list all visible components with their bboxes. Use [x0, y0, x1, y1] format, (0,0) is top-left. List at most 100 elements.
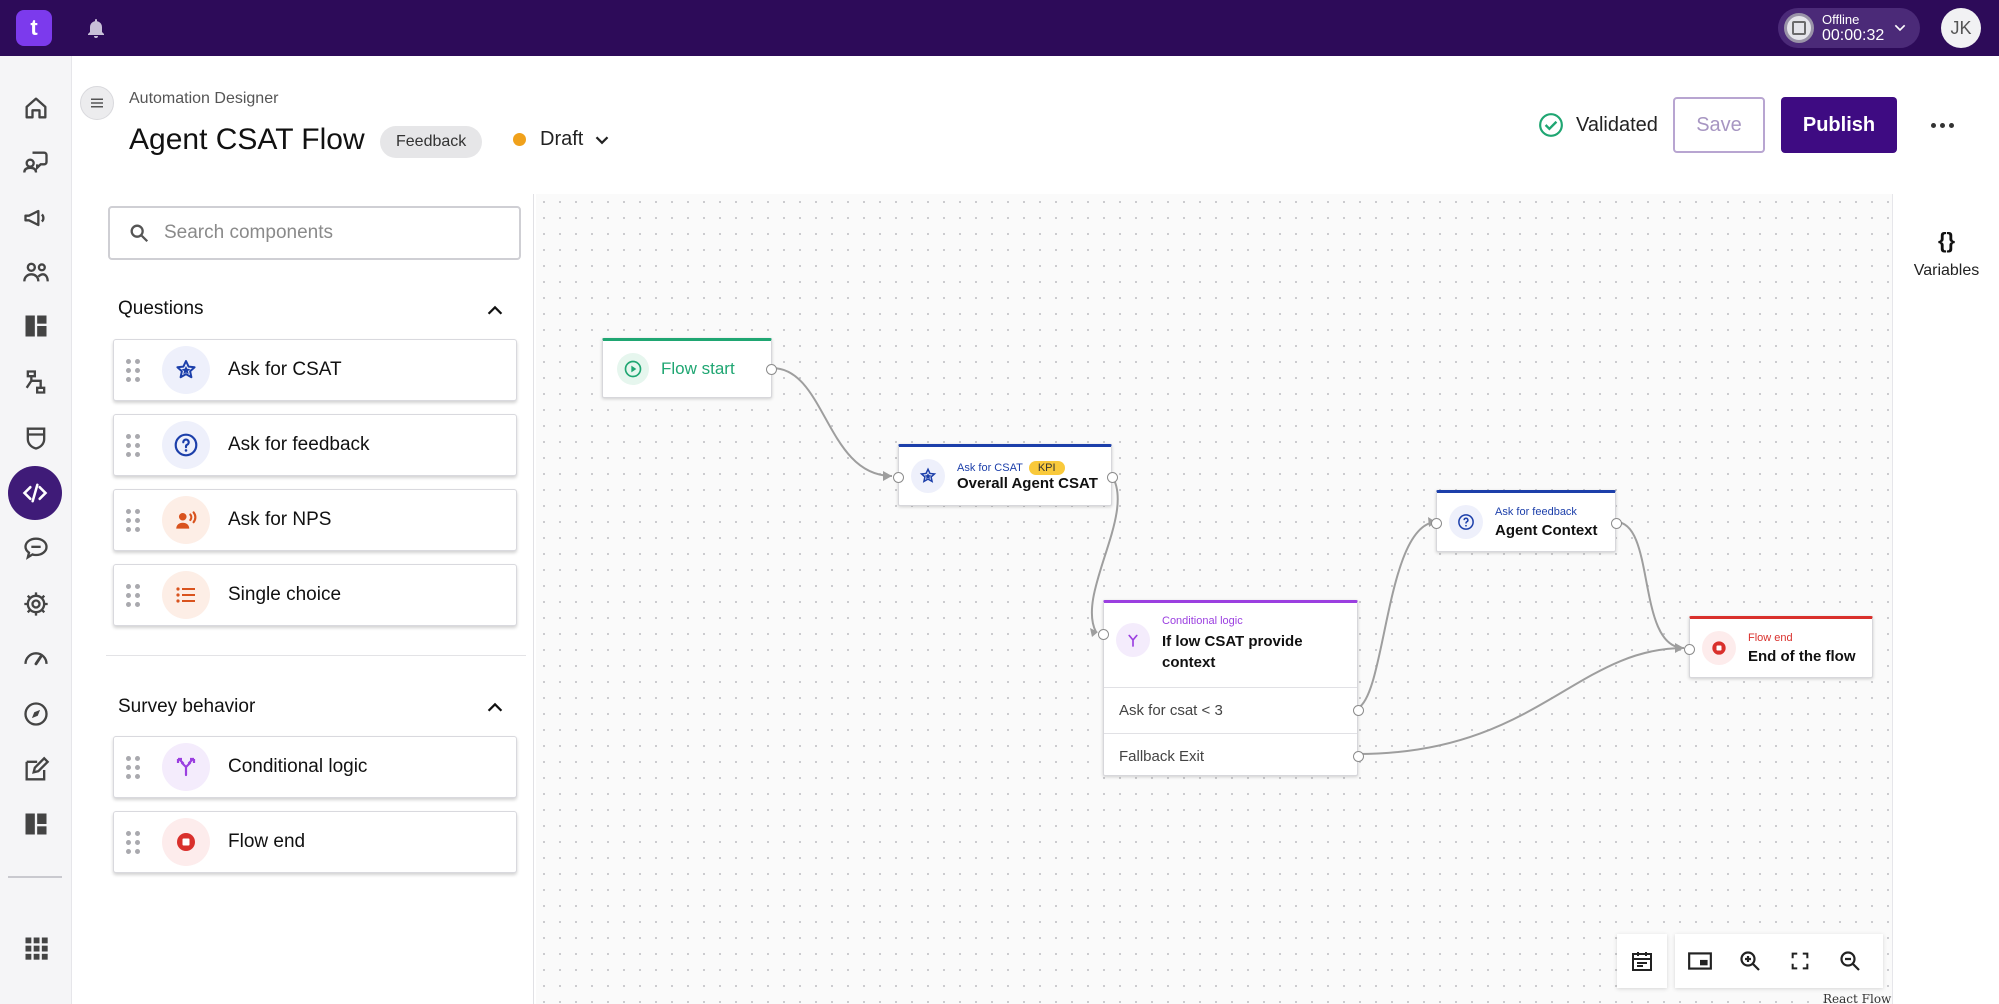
- save-button[interactable]: Save: [1673, 97, 1765, 153]
- output-handle[interactable]: [1353, 751, 1364, 762]
- menu-icon: [91, 98, 103, 108]
- gear-icon[interactable]: [14, 582, 58, 626]
- message-icon[interactable]: [14, 526, 58, 570]
- fit-view-icon[interactable]: [1775, 934, 1825, 988]
- section-title-questions: Questions: [118, 298, 204, 319]
- code-icon[interactable]: [8, 466, 62, 520]
- node-agent-context[interactable]: Ask for feedback Agent Context: [1431, 490, 1622, 552]
- react-flow-attribution[interactable]: React Flow: [1823, 992, 1892, 1004]
- breadcrumb[interactable]: Automation Designer: [129, 90, 279, 107]
- compass-icon[interactable]: [14, 692, 58, 736]
- nps-speaker-icon: [162, 496, 210, 544]
- input-handle[interactable]: [1684, 644, 1695, 655]
- top-bar: t Offline 00:00:32 JK: [0, 0, 1999, 56]
- publish-button[interactable]: Publish: [1781, 97, 1897, 153]
- output-handle[interactable]: [766, 364, 777, 375]
- dashboard-icon[interactable]: [14, 304, 58, 348]
- component-ask-for-nps[interactable]: Ask for NPS: [113, 489, 517, 551]
- exit-label: Ask for csat < 3: [1119, 702, 1223, 719]
- home-icon[interactable]: [14, 86, 58, 130]
- drag-handle-icon[interactable]: [126, 583, 140, 607]
- megaphone-icon[interactable]: [14, 196, 58, 240]
- flow-canvas[interactable]: Flow start Ask for CSAT KPI Overall Agent…: [536, 194, 1892, 1004]
- star-icon: [911, 459, 945, 493]
- component-flow-end[interactable]: Flow end: [113, 811, 517, 873]
- section-title-survey-behavior: Survey behavior: [118, 696, 256, 717]
- stop-icon: [162, 818, 210, 866]
- component-ask-for-csat[interactable]: Ask for CSAT: [113, 339, 517, 401]
- variables-label[interactable]: Variables: [1913, 262, 1980, 279]
- collapse-panel-button[interactable]: [80, 86, 114, 120]
- chevron-up-icon[interactable]: [484, 300, 506, 322]
- drag-handle-icon[interactable]: [126, 358, 140, 382]
- gauge-icon[interactable]: [14, 636, 58, 680]
- avatar[interactable]: JK: [1941, 8, 1981, 48]
- node-type: Ask for CSAT: [957, 461, 1023, 474]
- zoom-in-icon[interactable]: [1725, 934, 1775, 988]
- app-logo[interactable]: t: [16, 10, 52, 46]
- search-icon: [130, 224, 149, 243]
- node-title: If low CSAT provide context: [1162, 633, 1303, 671]
- drag-handle-icon[interactable]: [126, 508, 140, 532]
- node-title: Overall Agent CSAT: [957, 474, 1098, 492]
- kpi-badge: KPI: [1028, 460, 1065, 475]
- draft-status-label: Draft: [540, 128, 584, 150]
- play-icon: [617, 353, 649, 385]
- component-label: Ask for CSAT: [228, 359, 342, 380]
- list-icon: [162, 571, 210, 619]
- check-circle-icon: [1539, 113, 1563, 137]
- component-conditional-logic[interactable]: Conditional logic: [113, 736, 517, 798]
- branch-icon: [1116, 623, 1150, 657]
- drag-handle-icon[interactable]: [126, 755, 140, 779]
- right-rail: {} Variables: [1892, 194, 1999, 1004]
- more-options-icon[interactable]: [1924, 112, 1960, 138]
- input-handle[interactable]: [1098, 629, 1109, 640]
- node-end-of-flow[interactable]: Flow end End of the flow: [1684, 616, 1873, 678]
- stop-icon: [1702, 631, 1736, 665]
- drag-handle-icon[interactable]: [126, 433, 140, 457]
- status-indicator: [1784, 13, 1814, 43]
- component-ask-for-feedback[interactable]: Ask for feedback: [113, 414, 517, 476]
- bell-icon[interactable]: [84, 16, 108, 40]
- apps-grid-icon[interactable]: [14, 926, 58, 970]
- zoom-out-icon[interactable]: [1825, 934, 1875, 988]
- component-label: Conditional logic: [228, 756, 368, 777]
- node-flow-start[interactable]: Flow start: [602, 338, 777, 398]
- branch-icon: [162, 743, 210, 791]
- agent-status-toggle[interactable]: Offline 00:00:32: [1778, 8, 1920, 48]
- question-icon: [1449, 505, 1483, 539]
- shield-icon[interactable]: [14, 416, 58, 460]
- node-overall-agent-csat[interactable]: Ask for CSAT KPI Overall Agent CSAT: [893, 444, 1118, 506]
- drag-handle-icon[interactable]: [126, 830, 140, 854]
- exit-row: Ask for csat < 3: [1104, 687, 1357, 733]
- output-handle[interactable]: [1353, 705, 1364, 716]
- variables-icon[interactable]: {}: [1937, 228, 1956, 253]
- node-title: Agent Context: [1495, 521, 1598, 539]
- search-input[interactable]: Search components: [108, 206, 521, 260]
- component-label: Single choice: [228, 584, 342, 605]
- chat-agent-icon[interactable]: [14, 140, 58, 184]
- draft-status-dot: [513, 133, 526, 146]
- node-if-low-csat[interactable]: Conditional logic If low CSAT provide co…: [1098, 600, 1364, 776]
- chevron-up-icon[interactable]: [484, 697, 506, 719]
- validation-status: Validated: [1538, 112, 1658, 138]
- output-handle[interactable]: [1107, 472, 1118, 483]
- flow-icon[interactable]: [14, 360, 58, 404]
- people-icon[interactable]: [14, 250, 58, 294]
- calendar-icon[interactable]: [1617, 934, 1667, 988]
- canvas-controls: [1675, 934, 1883, 988]
- input-handle[interactable]: [1431, 518, 1442, 529]
- search-placeholder: Search components: [164, 222, 333, 243]
- edit-icon[interactable]: [14, 748, 58, 792]
- edge-fallback-to-end: [1357, 647, 1685, 755]
- input-handle[interactable]: [893, 472, 904, 483]
- node-type: Ask for feedback: [1495, 505, 1577, 518]
- chevron-down-icon: [596, 135, 609, 144]
- output-handle[interactable]: [1611, 518, 1622, 529]
- minimap-icon[interactable]: [1675, 934, 1725, 988]
- layout-icon[interactable]: [14, 802, 58, 846]
- status-label: Offline: [1822, 11, 1860, 27]
- edge-feedback-to-end: [1615, 521, 1685, 649]
- component-single-choice[interactable]: Single choice: [113, 564, 517, 626]
- draft-status-dropdown[interactable]: Draft: [513, 128, 613, 151]
